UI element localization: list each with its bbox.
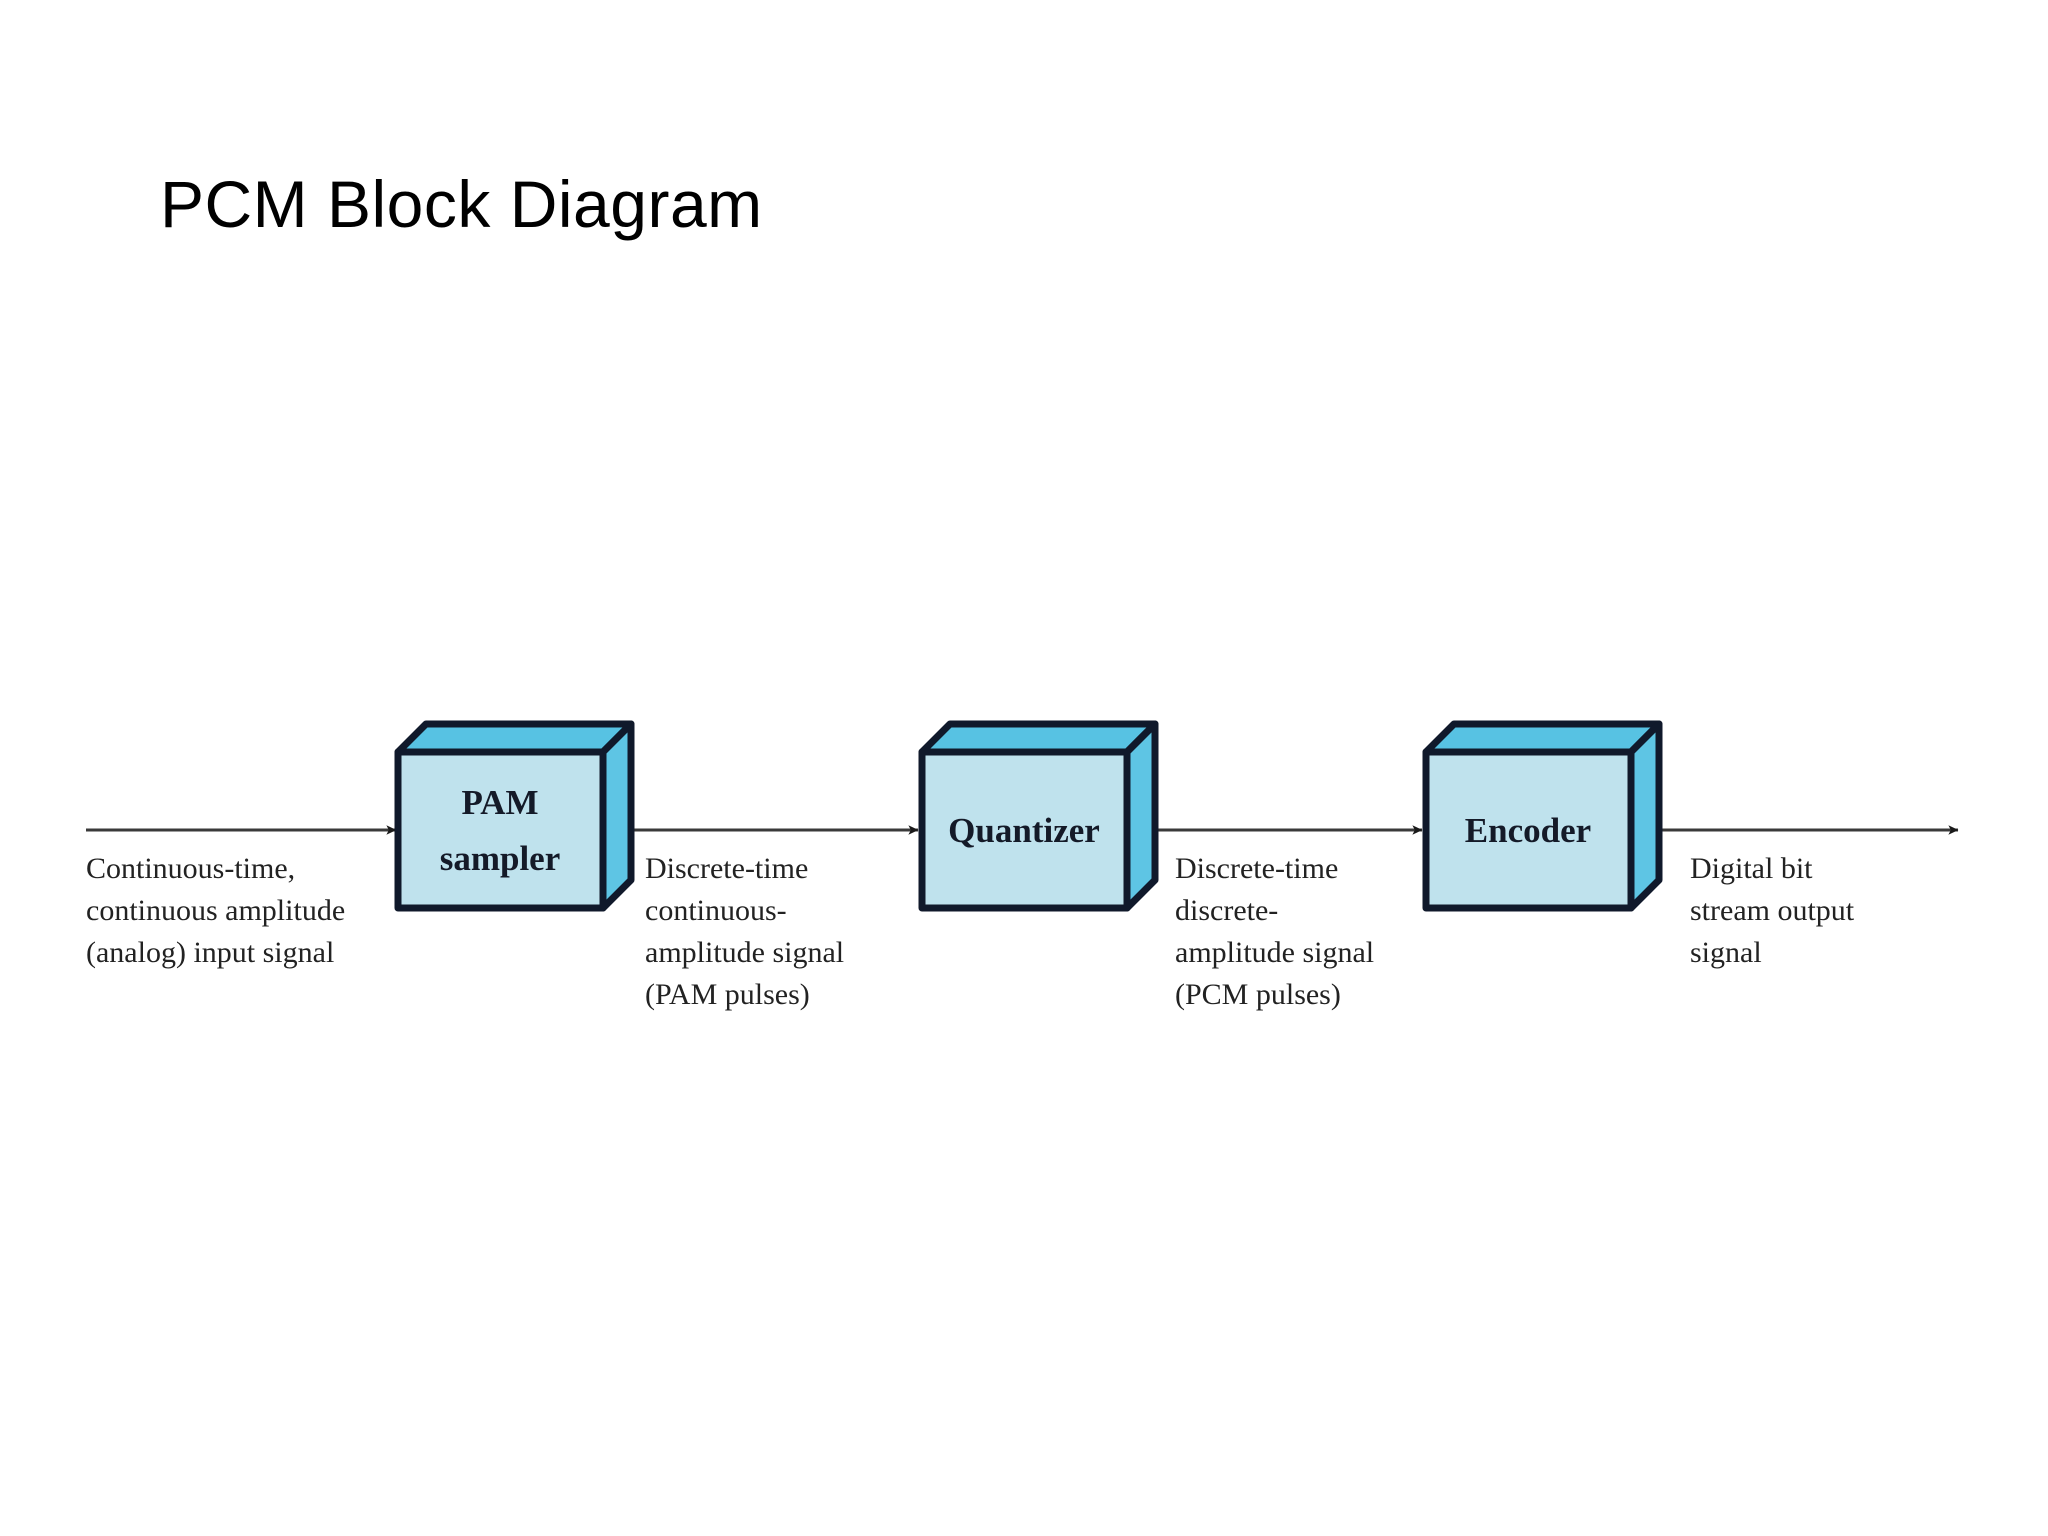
caption-pam-output: Discrete-time continuous- amplitude sign… xyxy=(645,852,844,1011)
quantizer-top-face xyxy=(918,720,1159,756)
encoder-side-face xyxy=(1627,720,1663,912)
encoder-front-face xyxy=(1422,748,1635,912)
quantizer-label-line1: Quantizer xyxy=(948,811,1100,850)
caption-pam-output-line-3: amplitude signal xyxy=(645,936,844,969)
caption-pam-output-line-4: (PAM pulses) xyxy=(645,978,810,1011)
caption-quantizer-output-line-3: amplitude signal xyxy=(1175,936,1374,969)
block-encoder[interactable]: Encoder xyxy=(1422,720,1663,912)
caption-encoder-output-line-2: stream output xyxy=(1690,894,1855,927)
caption-pam-output-line-2: continuous- xyxy=(645,894,787,927)
caption-input-signal-line-2: continuous amplitude xyxy=(86,894,345,927)
caption-encoder-output-line-1: Digital bit xyxy=(1690,852,1813,885)
page-title: PCM Block Diagram xyxy=(160,167,763,241)
encoder-top-face xyxy=(1422,720,1663,756)
caption-input-signal-line-3: (analog) input signal xyxy=(86,936,334,969)
block-quantizer[interactable]: Quantizer xyxy=(918,720,1159,912)
pam-sampler-side-face xyxy=(599,720,635,912)
caption-encoder-output: Digital bit stream output signal xyxy=(1690,852,1855,969)
caption-quantizer-output: Discrete-time discrete- amplitude signal… xyxy=(1175,852,1374,1011)
encoder-label-line1: Encoder xyxy=(1465,811,1591,850)
caption-quantizer-output-line-2: discrete- xyxy=(1175,894,1278,927)
caption-quantizer-output-line-1: Discrete-time xyxy=(1175,852,1338,885)
caption-input-signal-line-1: Continuous-time, xyxy=(86,852,295,885)
caption-encoder-output-line-3: signal xyxy=(1690,936,1762,969)
pam-sampler-label-line2: sampler xyxy=(440,839,561,878)
quantizer-front-face xyxy=(918,748,1131,912)
pam-sampler-top-face xyxy=(394,720,635,756)
block-pam-sampler[interactable]: PAM sampler xyxy=(394,720,635,912)
pam-sampler-front-face xyxy=(394,748,607,912)
caption-input-signal: Continuous-time, continuous amplitude (a… xyxy=(86,852,345,969)
quantizer-side-face xyxy=(1123,720,1159,912)
pam-sampler-label-line1: PAM xyxy=(461,783,538,822)
caption-pam-output-line-1: Discrete-time xyxy=(645,852,808,885)
caption-quantizer-output-line-4: (PCM pulses) xyxy=(1175,978,1341,1011)
